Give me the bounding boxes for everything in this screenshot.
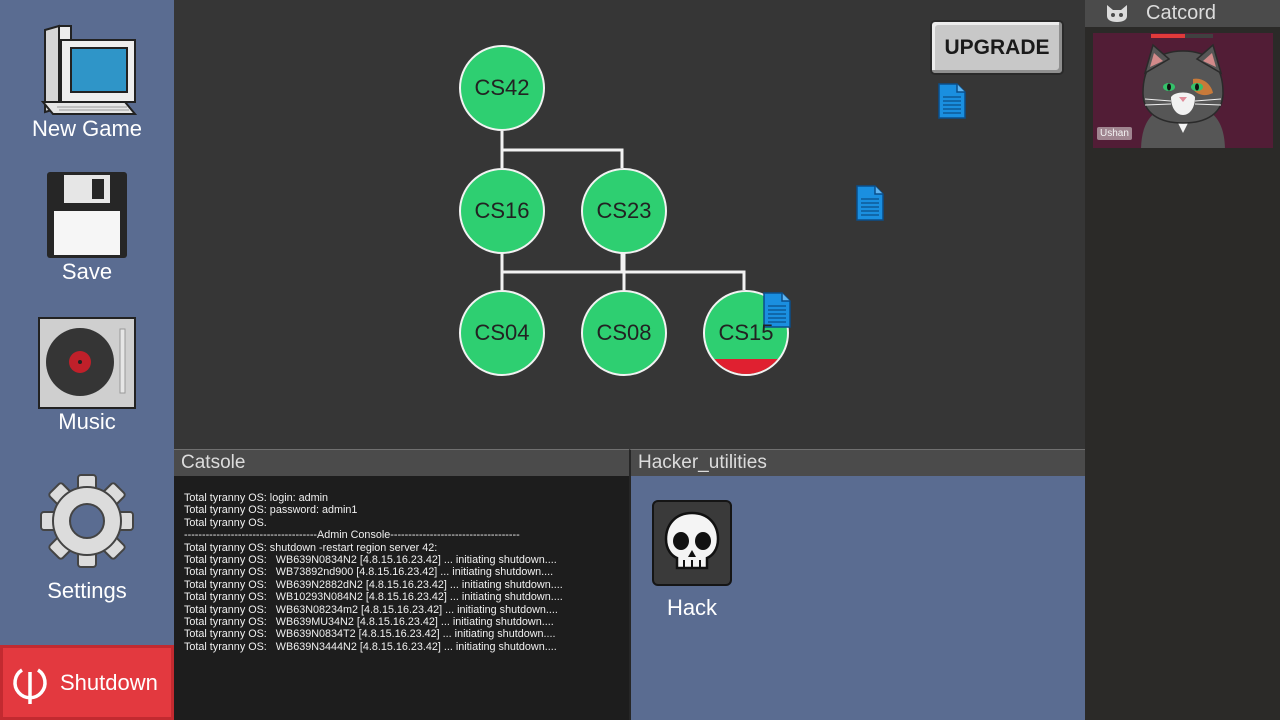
node-cs04[interactable]: CS04 — [459, 290, 545, 376]
cat-avatar — [1141, 43, 1225, 148]
video-call-tile[interactable]: Ushan — [1093, 33, 1273, 148]
shutdown-label: Shutdown — [60, 669, 158, 695]
music-button[interactable]: Music — [0, 317, 174, 435]
console-line: Total tyranny OS: WB73892nd900 [4.8.15.1… — [184, 566, 554, 579]
link-cs23-cs15 — [622, 253, 746, 290]
skull-icon — [664, 511, 720, 570]
console-line: Total tyranny OS: WB639MU34N2 [4.8.15.16… — [184, 616, 554, 629]
document-icon[interactable] — [856, 185, 884, 221]
console-line: Total tyranny OS: WB639N0834N2 [4.8.15.1… — [184, 554, 557, 567]
console-line: Total tyranny OS: WB10293N084N2 [4.8.15.… — [184, 591, 563, 604]
new-game-button[interactable]: New Game — [0, 24, 174, 142]
shutdown-button[interactable]: Shutdown — [0, 645, 174, 720]
computer-icon — [40, 24, 137, 115]
sidebar: New Game Save Music — [0, 0, 174, 720]
health-fill — [1151, 34, 1186, 38]
gear-icon — [40, 474, 134, 568]
health-bar — [1151, 34, 1213, 38]
node-label: CS08 — [596, 320, 652, 345]
node-label: CS23 — [596, 198, 652, 223]
console-line: Total tyranny OS. — [184, 516, 267, 529]
settings-button[interactable]: Settings — [0, 474, 174, 604]
catcord-header: Catcord — [1085, 0, 1280, 27]
document-icon[interactable] — [938, 83, 966, 119]
power-icon — [13, 668, 47, 704]
document-icon[interactable] — [763, 292, 791, 328]
console-line: Total tyranny OS: WB639N2882dN2 [4.8.15.… — [184, 578, 563, 591]
node-label: CS15 — [718, 320, 774, 345]
console-line: Total tyranny OS: password: admin1 — [184, 504, 358, 517]
new-game-label: New Game — [31, 116, 143, 141]
catsole-header: Catsole — [174, 449, 629, 476]
link-cs16-cs23 — [500, 253, 624, 274]
node-cs08[interactable]: CS08 — [581, 290, 667, 376]
caller-name-tag: Ushan — [1097, 127, 1132, 140]
console-line: Total tyranny OS: WB639N0834T2 [4.8.15.1… — [184, 628, 556, 641]
console-line: Total tyranny OS: WB639N3444N2 [4.8.15.1… — [184, 640, 557, 653]
hacker-utilities-title: Hacker_utilities — [638, 452, 767, 473]
damage-bar — [705, 359, 787, 374]
console-line: Total tyranny OS: login: admin — [184, 492, 329, 504]
settings-label: Settings — [47, 578, 127, 603]
upgrade-button[interactable]: UPGRADE — [930, 20, 1064, 75]
record-player-icon — [38, 317, 136, 409]
music-label: Music — [58, 409, 116, 434]
cat-head-icon — [1107, 5, 1127, 22]
node-cs16[interactable]: CS16 — [459, 168, 545, 254]
hacker-utilities-panel: Hack — [629, 476, 1085, 720]
node-label: CS42 — [474, 75, 530, 100]
save-button[interactable]: Save — [0, 171, 174, 285]
node-label: CS16 — [474, 198, 530, 223]
catcord-title: Catcord — [1146, 2, 1217, 24]
catsole-title: Catsole — [181, 452, 246, 473]
hack-label: Hack — [666, 595, 718, 620]
floppy-disk-icon — [47, 172, 127, 258]
console-line: Total tyranny OS: WB63N08234m2 [4.8.15.1… — [184, 603, 558, 616]
graph-connections — [500, 131, 746, 290]
console-line: -------------------------------------Adm… — [184, 529, 520, 542]
node-cs42[interactable]: CS42 — [459, 45, 545, 131]
node-label: CS04 — [474, 320, 530, 345]
node-cs23[interactable]: CS23 — [581, 168, 667, 254]
hacker-utilities-header: Hacker_utilities — [629, 449, 1085, 476]
link-cs42-cs23 — [502, 148, 624, 168]
catcord-panel: Catcord Ushan — [1085, 0, 1280, 720]
console-line: Total tyranny OS: shutdown -restart regi… — [184, 541, 438, 554]
save-label: Save — [61, 259, 113, 284]
hack-button[interactable] — [652, 500, 732, 586]
